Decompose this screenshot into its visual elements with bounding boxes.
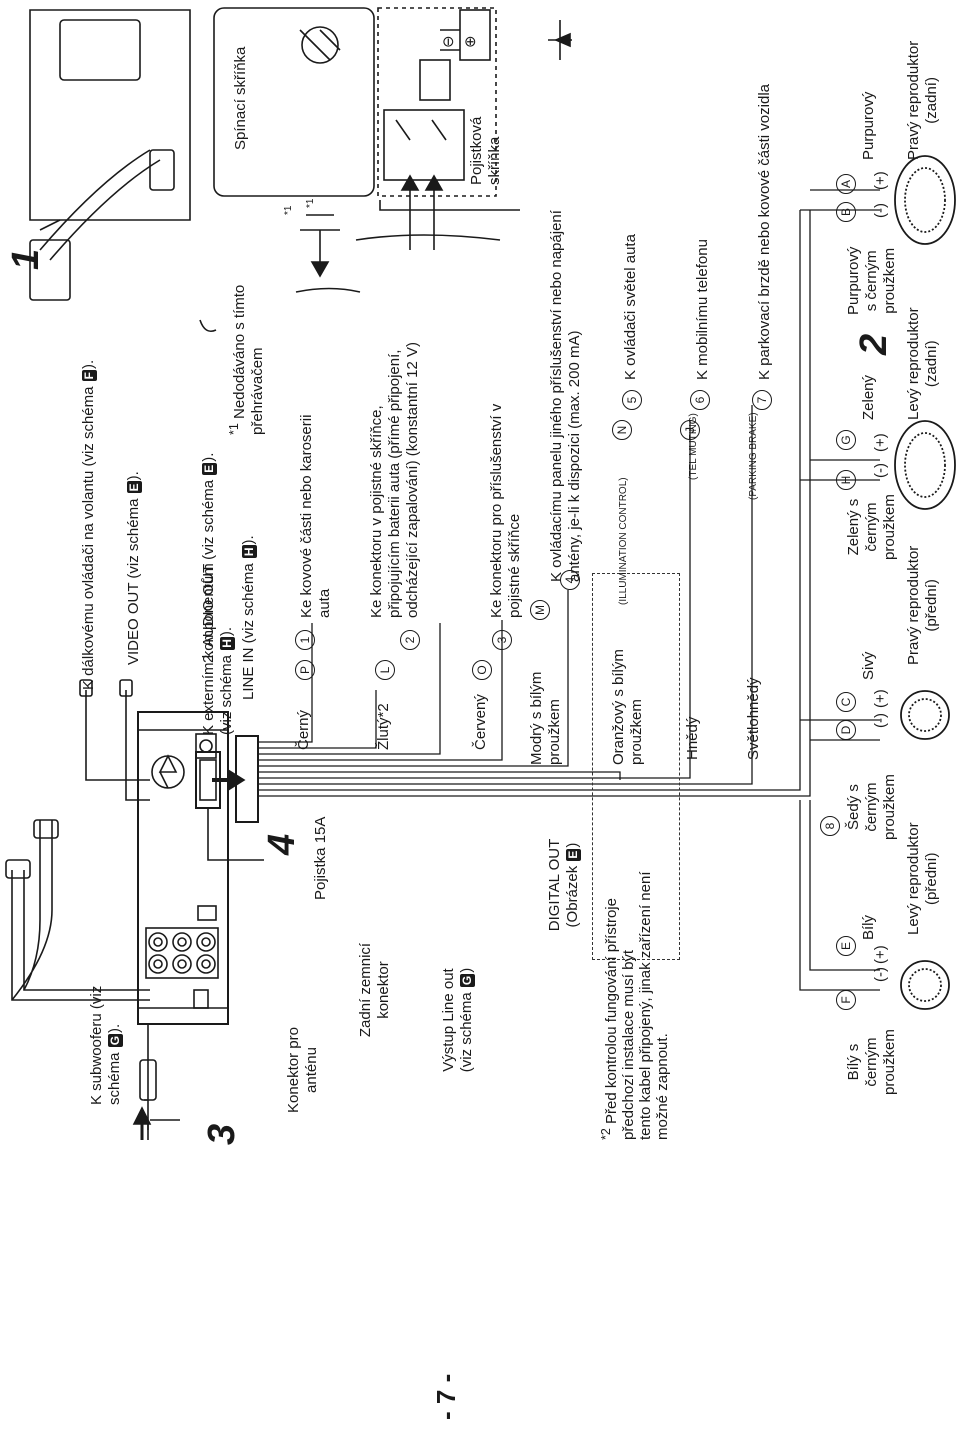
sp3-name: Levý reproduktor(zadní) bbox=[905, 307, 940, 420]
note-1-marker-b: *1 bbox=[305, 198, 316, 208]
wire-letter-p: P bbox=[295, 660, 315, 680]
steering-label: K dálkovému ovládači na volantu (viz sch… bbox=[80, 359, 97, 690]
sp4-pos-color: Purpurový bbox=[860, 91, 877, 160]
line-in-label: LINE IN (viz schéma H). bbox=[240, 535, 257, 700]
wire-num-3: 3 bbox=[492, 630, 512, 650]
page-number: - 7 - bbox=[431, 1373, 461, 1420]
wire-letter-o: O bbox=[472, 660, 492, 680]
sp1-neg-letter: F bbox=[836, 990, 856, 1010]
digital-out-jack bbox=[197, 905, 217, 921]
sp1-neg-pol: (-) bbox=[872, 967, 889, 982]
step-3: 3 bbox=[201, 1123, 243, 1145]
head-unit bbox=[137, 711, 229, 1025]
ext-lead bbox=[207, 808, 264, 861]
note-1-marker-a: *1 bbox=[283, 205, 294, 215]
fan-icon bbox=[151, 754, 185, 789]
speaker-group-num: 8 bbox=[820, 816, 840, 836]
wire-color-red: Červený bbox=[472, 694, 489, 750]
wire-color-light-brown: Světlohnědý bbox=[745, 677, 762, 760]
wire-desc-5: K ovládači světel auta bbox=[622, 234, 639, 380]
step-1: 1 bbox=[5, 248, 47, 270]
step-2: 2 bbox=[853, 333, 895, 355]
sp4-pos-pol: (+) bbox=[872, 171, 889, 190]
wire-sub-5: (ILLUMINATION CONTROL) bbox=[618, 477, 629, 605]
sp4-neg-letter: B bbox=[836, 202, 856, 222]
ext-components-label: K externím komponentům(viz schéma H). bbox=[200, 563, 235, 735]
step-4: 4 bbox=[261, 833, 303, 855]
video-out-lead bbox=[125, 690, 150, 801]
line-in-lead bbox=[85, 690, 150, 781]
wire-color-yellow: Žlutý*2 bbox=[375, 703, 392, 750]
sp1-pos-color: Bílý bbox=[860, 914, 877, 940]
wire-letter-l: L bbox=[375, 660, 395, 680]
digital-out-label: DIGITAL OUT(Obrázek E) bbox=[546, 838, 581, 932]
sp4-pos-letter: A bbox=[836, 174, 856, 194]
sp1-pos-pol: (+) bbox=[872, 945, 889, 964]
wire-desc-7: K parkovací brzdě nebo kovové části vozi… bbox=[756, 84, 773, 380]
fuse-label: Pojistka 15A bbox=[312, 816, 329, 900]
sp2-pos-pol: (+) bbox=[872, 689, 889, 708]
wire-color-black: Černý bbox=[295, 709, 312, 750]
wire-num-2: 2 bbox=[400, 630, 420, 650]
wire-sub-7: (PARKING BRAKE) bbox=[748, 412, 759, 500]
sp1-name: Levý reproduktor(přední) bbox=[905, 822, 940, 935]
sp2-neg-letter: D bbox=[836, 720, 856, 740]
wire-desc-6: K mobilnímu telefonu bbox=[694, 239, 711, 380]
connector-harness-picture bbox=[29, 9, 191, 301]
battery-minus: ⊖ bbox=[440, 35, 457, 48]
sp3-neg-letter: H bbox=[836, 470, 856, 490]
ignition-panel bbox=[213, 7, 497, 197]
sp2-pos-letter: C bbox=[836, 692, 856, 712]
sp3-pos-pol: (+) bbox=[872, 433, 889, 452]
ground-screw bbox=[193, 989, 209, 1009]
wire-num-7: 7 bbox=[752, 390, 772, 410]
wire-num-1: 1 bbox=[295, 630, 315, 650]
fusebox-arrows bbox=[409, 180, 435, 250]
speaker-lines bbox=[799, 189, 880, 991]
wire-num-6: 6 bbox=[690, 390, 710, 410]
battery-plus: ⊕ bbox=[462, 35, 479, 48]
sp2-name: Pravý reproduktor(přední) bbox=[905, 545, 940, 665]
sp3-neg-pol: (-) bbox=[872, 463, 889, 478]
wire-num-5: 5 bbox=[622, 390, 642, 410]
video-out-label: VIDEO OUT (viz schéma E). bbox=[125, 471, 142, 665]
sp2-pos-color: Sivý bbox=[860, 651, 877, 680]
sp2-neg-pol: (-) bbox=[872, 713, 889, 728]
wire-color-brown: Hnědý bbox=[684, 716, 701, 760]
rca-jacks bbox=[145, 927, 219, 979]
fusebox-icon bbox=[383, 9, 491, 181]
wire-desc-2: Ke konektoru v pojistné skříňce,připojuj… bbox=[368, 342, 421, 618]
lineout-label: Výstup Line out(viz schéma G) bbox=[440, 967, 475, 1073]
ignition-box-label: Spínací skříňka bbox=[232, 46, 249, 150]
sp4-neg-pol: (-) bbox=[872, 203, 889, 218]
sp4-name: Pravý reproduktor(zadní) bbox=[905, 40, 940, 160]
wire-bundle bbox=[258, 210, 811, 797]
wire-letter-n: N bbox=[612, 420, 632, 440]
wire-desc-4: K ovládacímu panelu jiného příslušenství… bbox=[548, 210, 583, 582]
sp3-pos-color: Zelený bbox=[860, 374, 877, 420]
wire-letter-m: M bbox=[530, 600, 550, 620]
speaker-icons bbox=[894, 155, 956, 1010]
antenna-socket bbox=[195, 733, 217, 759]
wire-letter-j: J bbox=[680, 420, 700, 440]
sp3-pos-letter: G bbox=[836, 430, 856, 450]
sp1-pos-letter: E bbox=[836, 936, 856, 956]
